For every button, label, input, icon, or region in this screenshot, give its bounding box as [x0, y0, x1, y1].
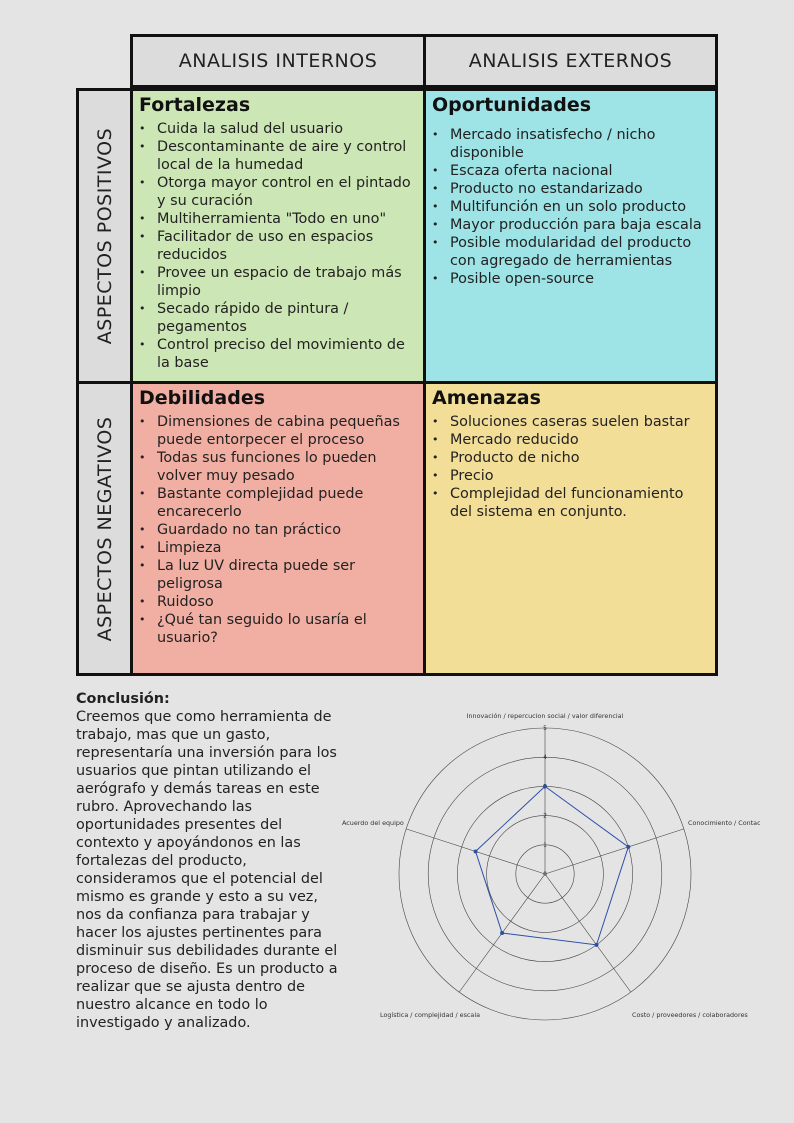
- radar-point: [543, 784, 547, 789]
- header-internal: ANALISIS INTERNOS: [130, 34, 426, 88]
- list-item: Descontaminante de aire y control local …: [139, 138, 417, 174]
- radar-spoke: [544, 828, 684, 875]
- radar-axis-label: Costo / proveedores / colaboradores: [632, 1011, 748, 1019]
- radar-point: [473, 849, 478, 854]
- list-item: Mercado reducido: [432, 431, 709, 449]
- list-item: Posible open-source: [432, 270, 709, 288]
- list-item: Precio: [432, 467, 709, 485]
- list-item: Limpieza: [139, 539, 417, 557]
- radar-tick-label: 1: [543, 842, 547, 849]
- radar-point: [626, 844, 631, 849]
- conclusion: Conclusión: Creemos que como herramienta…: [76, 690, 346, 1032]
- opportunities-list: Mercado insatisfecho / nicho disponibleE…: [432, 126, 709, 288]
- list-item: Provee un espacio de trabajo más limpio: [139, 264, 417, 300]
- strengths-title: Fortalezas: [139, 94, 251, 116]
- radar-tick-label: 2: [543, 813, 547, 820]
- radar-tick-label: 4: [543, 754, 547, 761]
- strengths-quadrant: Fortalezas Cuida la salud del usuarioDes…: [130, 88, 426, 384]
- list-item: ¿Qué tan seguido lo usaría el usuario?: [139, 611, 417, 647]
- opportunities-title: Oportunidades: [432, 94, 592, 116]
- threats-list: Soluciones caseras suelen bastarMercado …: [432, 413, 709, 521]
- list-item: Secado rápido de pintura / pegamentos: [139, 300, 417, 336]
- list-item: Cuida la salud del usuario: [139, 120, 417, 138]
- radar-tick-label: 0: [543, 871, 547, 878]
- list-item: Posible modularidad del producto con agr…: [432, 234, 709, 270]
- list-item: Todas sus funciones lo pueden volver muy…: [139, 449, 417, 485]
- radar-axis-label: Acuerdo del equipo: [342, 819, 404, 827]
- list-item: Otorga mayor control en el pintado y su …: [139, 174, 417, 210]
- list-item: Mayor producción para baja escala: [432, 216, 709, 234]
- opportunities-quadrant: Oportunidades Mercado insatisfecho / nic…: [423, 88, 718, 384]
- radar-axis-label: Logística / complejidad / escala: [380, 1011, 480, 1019]
- radar-point: [594, 942, 599, 947]
- radar-chart: 012345Innovación / repercucion social / …: [342, 712, 760, 1021]
- header-internal-label: ANALISIS INTERNOS: [178, 50, 378, 72]
- row-negative-label: ASPECTOS NEGATIVOS: [93, 416, 116, 641]
- header-external: ANALISIS EXTERNOS: [423, 34, 718, 88]
- strengths-list: Cuida la salud del usuarioDescontaminant…: [139, 120, 417, 372]
- list-item: Bastante complejidad puede encarecerlo: [139, 485, 417, 521]
- conclusion-text: Creemos que como herramienta de trabajo,…: [76, 709, 338, 1031]
- row-positive-label: ASPECTOS POSITIVOS: [93, 127, 116, 345]
- list-item: Control preciso del movimiento de la bas…: [139, 336, 417, 372]
- row-positive: ASPECTOS POSITIVOS: [76, 88, 133, 384]
- threats-title: Amenazas: [432, 387, 541, 409]
- radar-tick-label: 5: [543, 725, 547, 732]
- list-item: Mercado insatisfecho / nicho disponible: [432, 126, 709, 162]
- weaknesses-list: Dimensiones de cabina pequeñas puede ent…: [139, 413, 417, 647]
- list-item: Soluciones caseras suelen bastar: [432, 413, 709, 431]
- list-item: Multiherramienta "Todo en uno": [139, 210, 417, 228]
- list-item: La luz UV directa puede ser peligrosa: [139, 557, 417, 593]
- weaknesses-title: Debilidades: [139, 387, 266, 409]
- list-item: Guardado no tan práctico: [139, 521, 417, 539]
- threats-quadrant: Amenazas Soluciones caseras suelen basta…: [423, 381, 718, 676]
- list-item: Escaza oferta nacional: [432, 162, 709, 180]
- list-item: Dimensiones de cabina pequeñas puede ent…: [139, 413, 417, 449]
- conclusion-title: Conclusión:: [76, 691, 170, 707]
- list-item: Producto no estandarizado: [432, 180, 709, 198]
- list-item: Facilitador de uso en espacios reducidos: [139, 228, 417, 264]
- radar-axis-label: Innovación / repercucion social / valor …: [467, 712, 624, 720]
- weaknesses-quadrant: Debilidades Dimensiones de cabina pequeñ…: [130, 381, 426, 676]
- list-item: Complejidad del funcionamiento del siste…: [432, 485, 709, 521]
- radar-spoke: [544, 873, 632, 993]
- list-item: Multifunción en un solo producto: [432, 198, 709, 216]
- list-item: Producto de nicho: [432, 449, 709, 467]
- radar-point: [500, 931, 505, 936]
- radar-axis-label: Conocimiento / Contactos: [688, 819, 760, 827]
- list-item: Ruidoso: [139, 593, 417, 611]
- header-external-label: ANALISIS EXTERNOS: [468, 50, 673, 72]
- radar-series-line: [474, 785, 629, 946]
- row-negative: ASPECTOS NEGATIVOS: [76, 381, 133, 676]
